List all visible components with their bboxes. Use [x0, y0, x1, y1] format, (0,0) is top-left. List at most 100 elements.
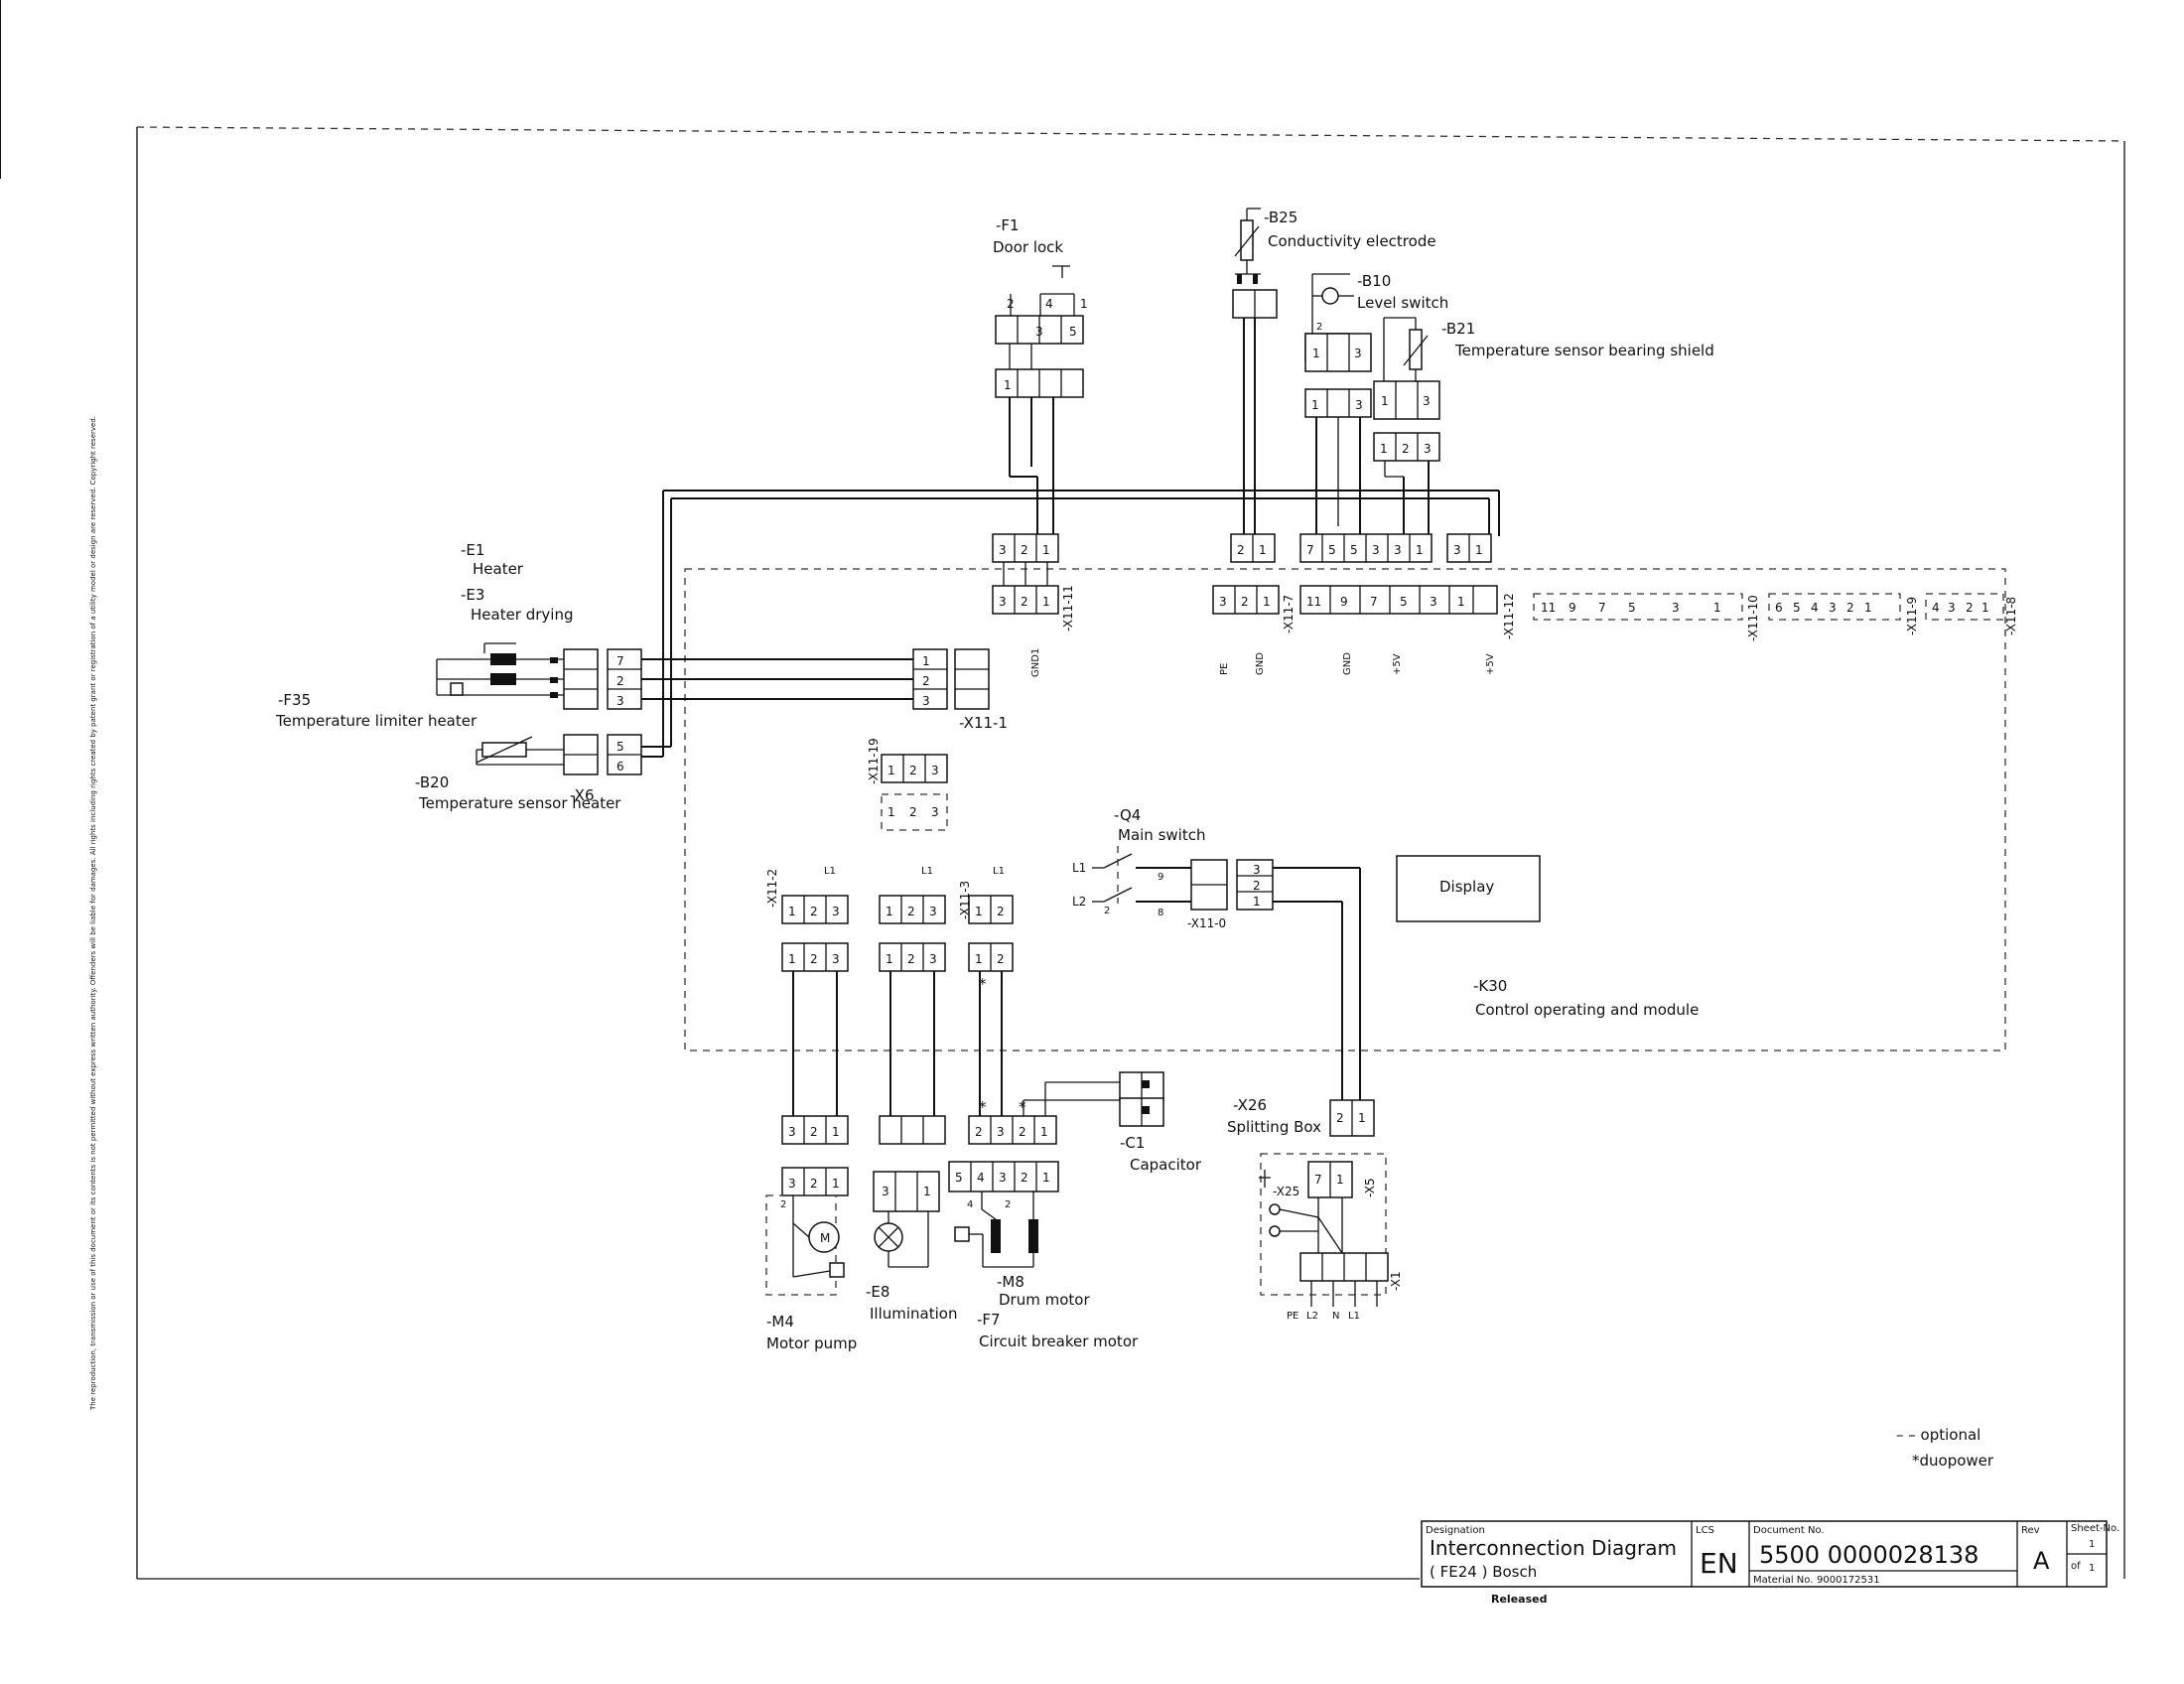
- svg-text:3: 3: [1423, 394, 1431, 408]
- conductivity-electrode-name: Conductivity electrode: [1268, 232, 1436, 250]
- x1-label: -X1: [1389, 1271, 1403, 1291]
- svg-text:3: 3: [1354, 347, 1362, 360]
- x6-connector: 7 2 3 5 6 -X6: [563, 648, 913, 804]
- svg-text:2: 2: [1021, 543, 1028, 557]
- svg-text:L1: L1: [993, 866, 1005, 877]
- x11-1-label: -X11-1: [959, 714, 1008, 732]
- rev-label: Rev: [2021, 1525, 2040, 1536]
- svg-text:7: 7: [1306, 543, 1314, 557]
- document-number: 5500 0000028138: [1759, 1541, 1979, 1569]
- x11-7-label: -X11-7: [1282, 595, 1296, 633]
- x1-l1: L1: [1348, 1311, 1360, 1322]
- svg-text:2: 2: [780, 1199, 786, 1210]
- drum-motor-branch: -X11-3 L1 1 2 1 2 * * * 2 3 2 1 5 4 3 2 …: [948, 866, 1139, 1350]
- svg-text:1: 1: [1358, 1111, 1366, 1125]
- bus-connectors-upper: 7 5 5 3 3 1 3 1: [1299, 533, 1492, 563]
- svg-text:2: 2: [1021, 595, 1028, 609]
- title-block: Designation Interconnection Diagram ( FE…: [1421, 1520, 2119, 1606]
- designation-title: Interconnection Diagram: [1430, 1536, 1677, 1560]
- level-switch-name: Level switch: [1357, 294, 1448, 312]
- svg-text:3: 3: [788, 1125, 796, 1139]
- sheet-number: 1: [2089, 1539, 2095, 1550]
- heater-drying-id: -E3: [461, 586, 484, 604]
- svg-text:3: 3: [1430, 595, 1437, 609]
- svg-text:3: 3: [922, 694, 930, 708]
- svg-text:2: 2: [907, 905, 915, 918]
- svg-text:1: 1: [975, 905, 983, 918]
- illumination-name: Illumination: [870, 1305, 957, 1323]
- x1-n: N: [1332, 1311, 1339, 1322]
- display: Display: [1396, 855, 1541, 922]
- capacitor-name: Capacitor: [1130, 1156, 1202, 1174]
- svg-text:1: 1: [1981, 601, 1989, 615]
- svg-text:2: 2: [1966, 601, 1974, 615]
- svg-text:1: 1: [1259, 543, 1267, 557]
- display-label: Display: [1439, 878, 1494, 896]
- capacitor: -C1 Capacitor: [1119, 1071, 1202, 1174]
- legend-optional: – – optional: [1896, 1426, 1980, 1444]
- svg-text:3: 3: [1355, 398, 1363, 412]
- heater-sensor-id: -B20: [415, 773, 449, 791]
- x11-8-label: -X11-8: [2004, 597, 2018, 635]
- bearing-sensor-name: Temperature sensor bearing shield: [1454, 342, 1714, 359]
- svg-text:2: 2: [810, 1177, 818, 1191]
- svg-text:1: 1: [832, 1125, 840, 1139]
- svg-text:3: 3: [882, 1185, 889, 1198]
- svg-text:4: 4: [967, 1199, 973, 1210]
- release-status: Released: [1491, 1593, 1547, 1606]
- svg-text:1: 1: [886, 952, 893, 966]
- svg-text:1: 1: [1381, 394, 1389, 408]
- designation-label: Designation: [1426, 1525, 1485, 1536]
- x25-label: -X25: [1273, 1185, 1299, 1198]
- svg-text:11: 11: [1541, 601, 1556, 615]
- k30-module-boundary: [684, 568, 2006, 1052]
- svg-text:1: 1: [1713, 601, 1721, 615]
- svg-text:1: 1: [887, 764, 895, 777]
- bearing-sensor-id: -B21: [1441, 320, 1475, 338]
- legend: – – optional *duopower: [1896, 1426, 1994, 1470]
- x11-2-l1: L1: [824, 866, 836, 877]
- x11-9-label: -X11-9: [1905, 597, 1919, 635]
- svg-text:2: 2: [922, 674, 930, 688]
- svg-text:3: 3: [1372, 543, 1380, 557]
- svg-text:2: 2: [909, 805, 917, 819]
- drum-motor-name: Drum motor: [999, 1291, 1090, 1309]
- svg-text:7: 7: [1370, 595, 1378, 609]
- svg-text:1: 1: [788, 952, 796, 966]
- svg-text:1: 1: [922, 654, 930, 668]
- svg-text:*: *: [979, 975, 987, 993]
- temperature-limiter-id: -F35: [278, 691, 311, 709]
- document-label: Document No.: [1753, 1525, 1825, 1536]
- svg-text:2: 2: [1336, 1111, 1344, 1125]
- svg-text:3: 3: [999, 1171, 1007, 1185]
- svg-text:1: 1: [832, 1177, 840, 1191]
- svg-text:1: 1: [886, 905, 893, 918]
- heater-name: Heater: [473, 560, 524, 578]
- svg-text:1: 1: [1042, 595, 1050, 609]
- svg-text:3: 3: [997, 1125, 1005, 1139]
- svg-text:*: *: [979, 1098, 987, 1116]
- svg-text:1: 1: [1336, 1173, 1344, 1187]
- door-lock: -F1 Door lock 2 4 1 3 5 1: [993, 216, 1088, 534]
- motor-pump-id: -M4: [766, 1313, 794, 1331]
- svg-text:1: 1: [1040, 1125, 1048, 1139]
- svg-text:5: 5: [1069, 325, 1077, 339]
- x11-1-connector: 1 2 3 -X11-1: [912, 648, 1008, 732]
- svg-text:7: 7: [1314, 1173, 1322, 1187]
- svg-text:2: 2: [1019, 1125, 1026, 1139]
- capacitor-id: -C1: [1120, 1134, 1145, 1152]
- heater-group: -E1 Heater -E3 Heater drying -F35 Temper…: [275, 541, 574, 730]
- svg-text:5: 5: [1400, 595, 1408, 609]
- x11-10-label: -X11-10: [1746, 595, 1760, 641]
- motor-pump-branch: -X11-2 L1 1 2 3 1 2 3 3 2 1 3 2 1 M 2 -M…: [765, 866, 857, 1352]
- svg-text:9: 9: [1340, 595, 1348, 609]
- designation-subtitle: ( FE24 ) Bosch: [1430, 1563, 1537, 1581]
- svg-text:*: *: [1019, 1098, 1026, 1116]
- svg-text:9: 9: [1158, 872, 1163, 883]
- door-lock-id: -F1: [996, 216, 1020, 234]
- svg-text:1: 1: [923, 1185, 931, 1198]
- heater-sensor-name: Temperature sensor heater: [418, 794, 621, 812]
- svg-text:M: M: [820, 1231, 830, 1245]
- level-switch: -B10 Level switch 1 3 2 1 3: [1304, 272, 1448, 534]
- svg-text:2: 2: [997, 905, 1005, 918]
